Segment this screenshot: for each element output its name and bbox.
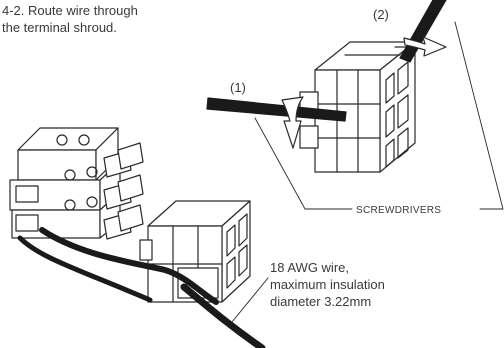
wire-3 — [17, 235, 153, 303]
rotation-arrow-1 — [281, 96, 304, 149]
screwdriver-1 — [206, 97, 347, 122]
wire-note: 18 AWG wire, maximum insulation diameter… — [270, 259, 385, 310]
wire-2 — [180, 283, 266, 348]
rotation-arrow-2 — [403, 36, 447, 57]
shroud-top-right — [299, 41, 416, 173]
screwdriver-callout-line-2 — [454, 21, 504, 210]
caption-line-1: 4-2. Route wire through — [2, 3, 138, 18]
screwdriver-2 — [399, 0, 447, 63]
wire-note-line-3: diameter 3.22mm — [270, 294, 372, 309]
wire-note-line-1: 18 AWG wire, — [270, 260, 349, 275]
screwdrivers-label: SCREWDRIVERS — [356, 205, 442, 216]
screwdriver-callout-line — [254, 117, 353, 210]
wire-1 — [39, 227, 219, 305]
figure-caption: 4-2. Route wire through the terminal shr… — [2, 2, 138, 36]
step-1-label: (1) — [230, 80, 246, 95]
wire-callout-line — [231, 277, 269, 323]
caption-line-2: the terminal shroud. — [2, 20, 117, 35]
terminal-block — [9, 127, 144, 240]
wire-note-line-2: maximum insulation — [270, 277, 385, 292]
step-2-label: (2) — [373, 7, 389, 22]
